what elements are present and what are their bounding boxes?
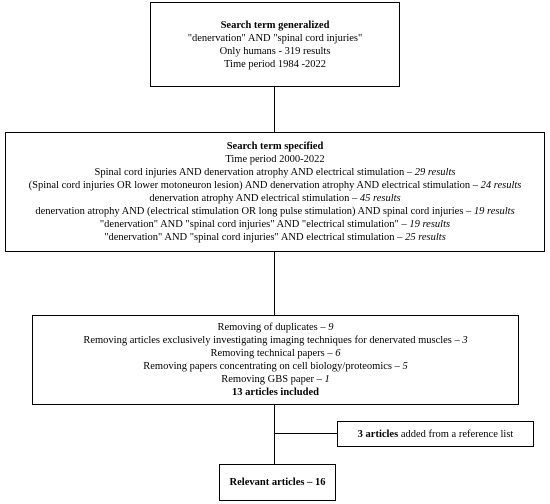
- exclusion-row: Removing of duplicates – 9: [217, 322, 334, 333]
- relevant-articles-text: Relevant articles – 16: [229, 477, 326, 488]
- search-generalized-title: Search term generalized: [220, 19, 330, 31]
- search-generalized-line: Time period 1984 -2022: [224, 58, 326, 70]
- connector-side: [274, 433, 337, 434]
- reference-list-box: 3 articles added from a reference list: [337, 421, 534, 447]
- connector-1-2: [274, 86, 275, 132]
- exclusion-box: Removing of duplicates – 9 Removing arti…: [32, 315, 519, 405]
- search-query-row: "denervation" AND "spinal cord injuries"…: [99, 219, 451, 230]
- search-specified-box: Search term specified Time period 2000-2…: [5, 132, 545, 252]
- search-specified-period: Time period 2000-2022: [225, 154, 325, 165]
- search-specified-title: Search term specified: [226, 141, 324, 152]
- connector-3-5: [274, 404, 275, 464]
- connector-2-3: [274, 251, 275, 315]
- search-query-row: Spinal cord injuries AND denervation atr…: [94, 167, 456, 178]
- included-count: 13 articles included: [232, 387, 319, 398]
- search-query-row: (Spinal cord injuries OR lower motoneuro…: [28, 180, 522, 191]
- reference-list-text: 3 articles added from a reference list: [357, 428, 514, 440]
- search-query-row: denervation atrophy AND (electrical stim…: [35, 206, 515, 217]
- relevant-articles-box: Relevant articles – 16: [219, 464, 336, 501]
- search-generalized-line: Only humans - 319 results: [219, 45, 331, 57]
- exclusion-row: Removing articles exclusively investigat…: [83, 335, 468, 346]
- exclusion-row: Removing GBS paper – 1: [221, 374, 330, 385]
- search-generalized-line: "denervation" AND "spinal cord injuries": [187, 32, 363, 44]
- search-query-row: "denervation" AND "spinal cord injuries"…: [104, 232, 446, 243]
- exclusion-row: Removing technical papers – 6: [210, 348, 341, 359]
- exclusion-row: Removing papers concentrating on cell bi…: [143, 361, 408, 372]
- search-query-row: denervation atrophy AND electrical stimu…: [149, 193, 401, 204]
- search-generalized-box: Search term generalized "denervation" AN…: [150, 2, 400, 87]
